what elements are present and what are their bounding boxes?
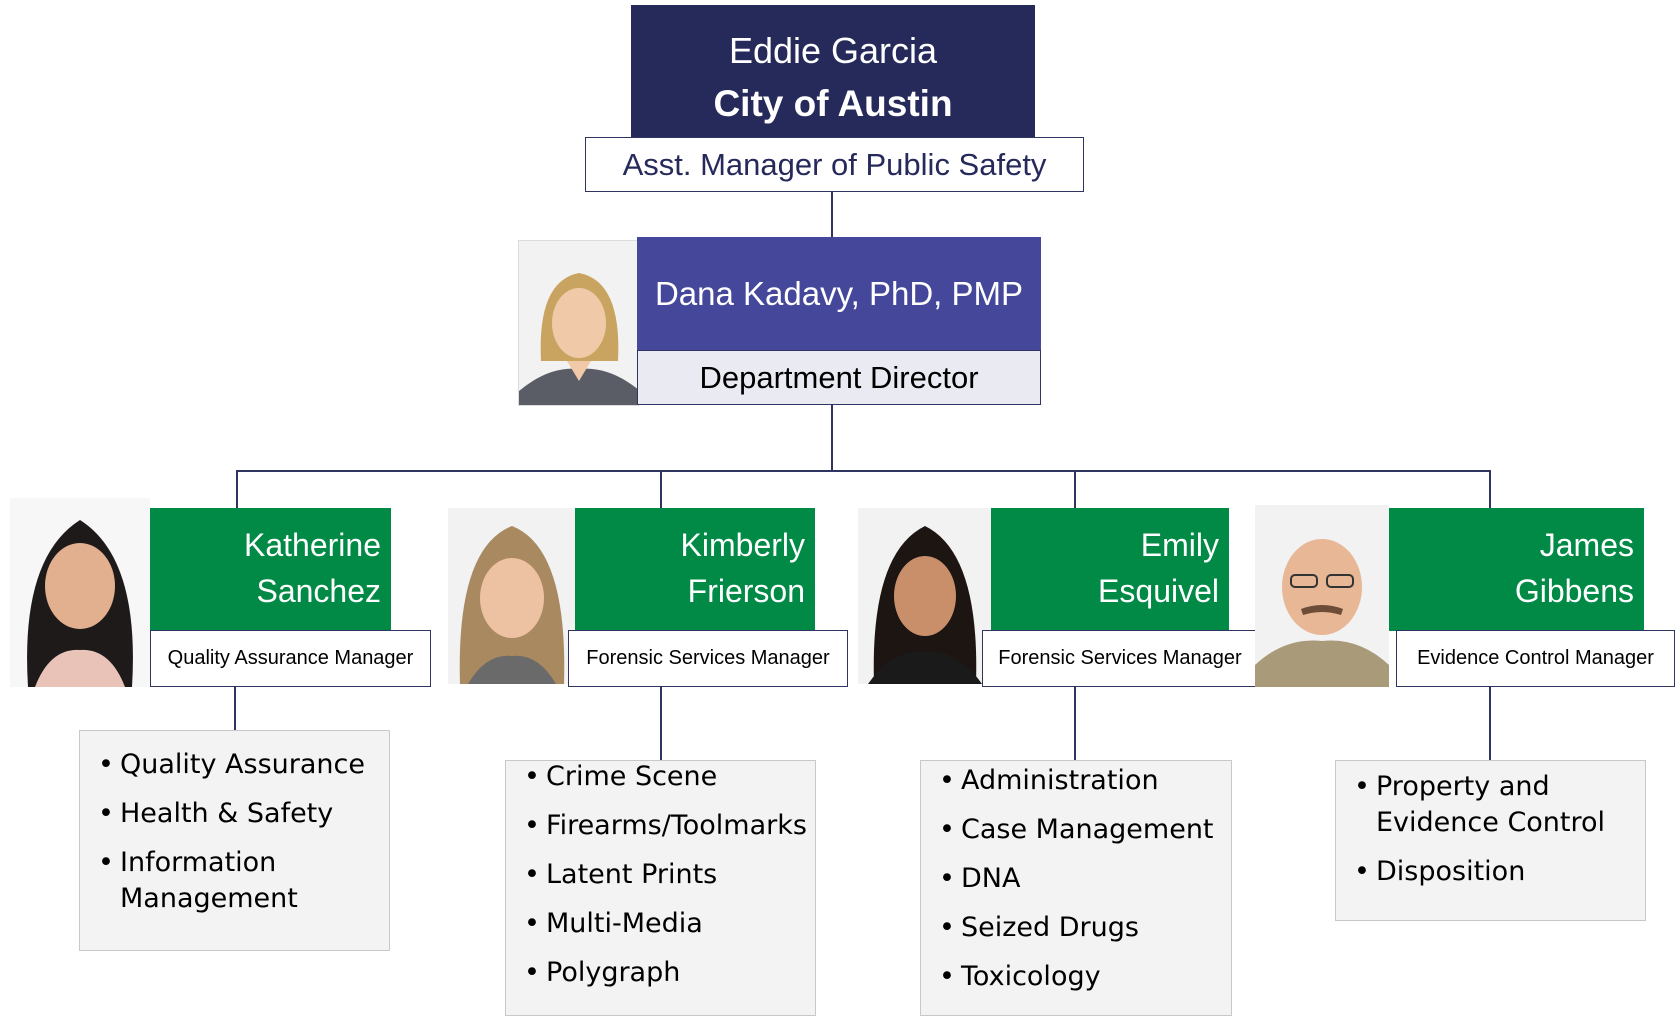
connector-director-down: [831, 404, 833, 472]
connector-manager-3-to-duties: [1074, 686, 1076, 762]
connector-top-to-director: [831, 190, 833, 238]
person-avatar-icon: [858, 508, 992, 684]
manager-3-first-name: Emily: [1140, 527, 1219, 563]
manager-2-first-name: Kimberly: [680, 527, 805, 563]
top-executive-box: Eddie Garcia City of Austin: [631, 5, 1035, 141]
manager-4-duties-list: Property and Evidence Control Dispositio…: [1354, 769, 1635, 890]
manager-1-last-name: Sanchez: [256, 573, 381, 609]
manager-2-duties-box: Crime Scene Firearms/Toolmarks Latent Pr…: [505, 759, 816, 1016]
person-avatar-icon: [519, 241, 638, 405]
manager-3-photo: [858, 508, 992, 684]
connector-manager-4-to-duties: [1489, 686, 1491, 762]
duty-item: Health & Safety: [98, 796, 377, 832]
manager-1-duties-box: Quality Assurance Health & Safety Inform…: [79, 730, 390, 951]
duty-item: DNA: [939, 861, 1221, 897]
connector-horizontal-bus: [236, 470, 1491, 472]
manager-3-title: Forensic Services Manager: [982, 630, 1258, 687]
duty-item: Information Management: [98, 845, 377, 917]
director-title: Department Director: [637, 350, 1041, 405]
manager-1-title: Quality Assurance Manager: [150, 630, 431, 687]
duty-item: Latent Prints: [524, 857, 805, 893]
duty-item: Administration: [939, 763, 1221, 799]
connector-bus-to-manager-2: [660, 470, 662, 508]
manager-4-photo: [1255, 505, 1389, 687]
manager-2-title: Forensic Services Manager: [568, 630, 848, 687]
connector-manager-1-to-duties: [234, 686, 236, 731]
connector-bus-to-manager-4: [1489, 470, 1491, 508]
manager-2-photo: [448, 508, 576, 684]
manager-2-last-name: Frierson: [687, 573, 805, 609]
manager-1-first-name: Katherine: [244, 527, 381, 563]
director-name: Dana Kadavy, PhD, PMP: [637, 237, 1041, 351]
manager-3-duties-list: Administration Case Management DNA Seize…: [939, 763, 1221, 995]
manager-3-duties-box: Administration Case Management DNA Seize…: [920, 760, 1232, 1016]
manager-4-first-name: James: [1539, 527, 1634, 563]
manager-1-duties-list: Quality Assurance Health & Safety Inform…: [98, 747, 377, 917]
person-avatar-icon: [10, 498, 150, 687]
manager-2-duties-list: Crime Scene Firearms/Toolmarks Latent Pr…: [524, 759, 807, 991]
person-avatar-icon: [448, 508, 576, 684]
duty-item: Case Management: [939, 812, 1221, 848]
manager-4-last-name: Gibbens: [1514, 573, 1634, 609]
duty-item: Polygraph: [524, 955, 805, 991]
duty-item: Property and Evidence Control: [1354, 769, 1635, 841]
manager-4-name: James Gibbens: [1389, 508, 1644, 631]
top-executive-title: Asst. Manager of Public Safety: [585, 137, 1084, 192]
manager-3-name: Emily Esquivel: [991, 508, 1229, 631]
duty-item: Multi-Media: [524, 906, 805, 942]
manager-4-title: Evidence Control Manager: [1396, 630, 1675, 687]
connector-bus-to-manager-3: [1074, 470, 1076, 508]
person-avatar-icon: [1255, 505, 1389, 687]
connector-manager-2-to-duties: [660, 686, 662, 762]
director-photo: [518, 240, 639, 406]
connector-bus-to-manager-1: [236, 470, 238, 508]
duty-item: Firearms/Toolmarks: [524, 808, 807, 844]
manager-4-duties-box: Property and Evidence Control Dispositio…: [1335, 760, 1646, 921]
manager-2-name: Kimberly Frierson: [575, 508, 815, 631]
duty-item: Toxicology: [939, 959, 1221, 995]
top-executive-org: City of Austin: [713, 83, 953, 124]
manager-3-last-name: Esquivel: [1098, 573, 1219, 609]
manager-1-photo: [10, 498, 150, 687]
duty-item: Seized Drugs: [939, 910, 1221, 946]
duty-item: Quality Assurance: [98, 747, 377, 783]
duty-item: Disposition: [1354, 854, 1635, 890]
top-executive-name: Eddie Garcia: [728, 30, 938, 71]
duty-item: Crime Scene: [524, 759, 805, 795]
manager-1-name: Katherine Sanchez: [150, 508, 391, 631]
